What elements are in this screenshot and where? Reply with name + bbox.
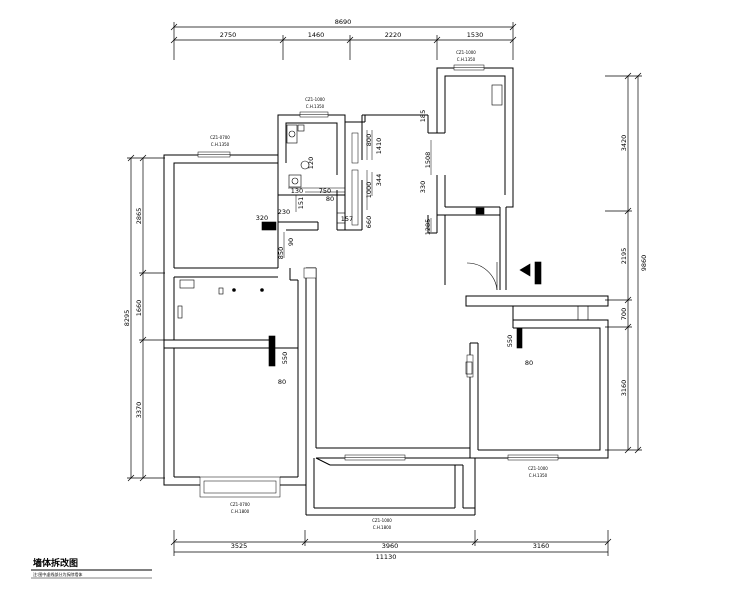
dim-right-4: 3160 xyxy=(620,380,628,397)
dim-550b: 550 xyxy=(506,335,514,347)
dim-660: 660 xyxy=(365,216,373,228)
right-dimension-lines xyxy=(605,72,642,454)
dim-top-total: 8690 xyxy=(335,18,352,26)
dim-130: 130 xyxy=(291,187,303,195)
dim-left-2: 1660 xyxy=(135,300,143,317)
dim-1508: 1508 xyxy=(424,152,432,169)
drawing-title: 墙体拆改图 xyxy=(33,557,78,569)
dim-185: 185 xyxy=(419,110,427,122)
dim-320: 320 xyxy=(256,214,268,222)
dim-right-3: 700 xyxy=(620,308,628,320)
dim-344: 344 xyxy=(375,174,383,186)
dim-157: 157 xyxy=(341,215,353,223)
dim-90: 90 xyxy=(287,238,295,246)
dim-left-1: 2865 xyxy=(135,208,143,225)
dim-bottom-total: 11130 xyxy=(376,553,397,561)
dim-top-1: 2750 xyxy=(220,31,237,39)
window-label-5-height: C.H.1800 xyxy=(231,509,250,514)
bottom-dimension-lines xyxy=(170,530,612,556)
dim-top-3: 2220 xyxy=(385,31,402,39)
left-dimension-lines xyxy=(127,154,165,482)
dim-top-2: 1460 xyxy=(308,31,325,39)
dim-80b: 80 xyxy=(278,378,286,386)
dim-120: 120 xyxy=(307,157,315,169)
dim-bottom-2: 3960 xyxy=(382,542,399,550)
top-dimension-lines xyxy=(170,22,517,60)
dim-550a: 550 xyxy=(281,352,289,364)
dim-right-2: 2195 xyxy=(620,248,628,265)
walls xyxy=(163,67,609,516)
dim-1410: 1410 xyxy=(375,138,383,155)
dim-1000: 1000 xyxy=(365,182,373,199)
dim-800: 800 xyxy=(365,134,373,146)
windows xyxy=(197,64,559,498)
dim-top-4: 1530 xyxy=(467,31,484,39)
window-label-3-height: C.H.1350 xyxy=(457,57,476,62)
window-label-1-code: CZ1-0700 xyxy=(210,135,230,140)
window-label-4-height: C.H.1350 xyxy=(529,473,548,478)
dim-left-3: 3370 xyxy=(135,402,143,419)
window-label-6-code: CZ1-1000 xyxy=(372,518,392,523)
dim-750: 750 xyxy=(319,187,331,195)
window-label-6-height: C.H.1800 xyxy=(373,525,392,530)
dim-80a: 80 xyxy=(326,195,334,203)
window-label-2-code: CZ1-1000 xyxy=(305,97,325,102)
window-label-3-code: CZ1-1000 xyxy=(456,50,476,55)
window-label-4-code: CZ1-1000 xyxy=(528,466,548,471)
dim-330: 330 xyxy=(419,181,427,193)
dim-151: 151 xyxy=(297,197,305,209)
dim-230: 230 xyxy=(278,208,290,216)
fixtures xyxy=(177,84,589,375)
dim-bottom-1: 3525 xyxy=(231,542,248,550)
dim-bottom-3: 3160 xyxy=(533,542,550,550)
drawing-subtitle: 注:图中虚线部分为拆除墙体 xyxy=(33,571,82,577)
window-label-2-height: C.H.1350 xyxy=(306,104,325,109)
dim-right-1: 3420 xyxy=(620,135,628,152)
internal-dimension-marks xyxy=(283,130,432,258)
window-label-5-code: CZ1-0700 xyxy=(230,502,250,507)
dim-left-total: 8295 xyxy=(123,310,131,327)
dim-right-total: 9860 xyxy=(640,255,648,272)
window-label-1-height: C.H.1350 xyxy=(211,142,230,147)
dim-1285: 1285 xyxy=(424,219,432,236)
dim-80c: 80 xyxy=(525,359,533,367)
dim-850: 850 xyxy=(277,247,285,259)
